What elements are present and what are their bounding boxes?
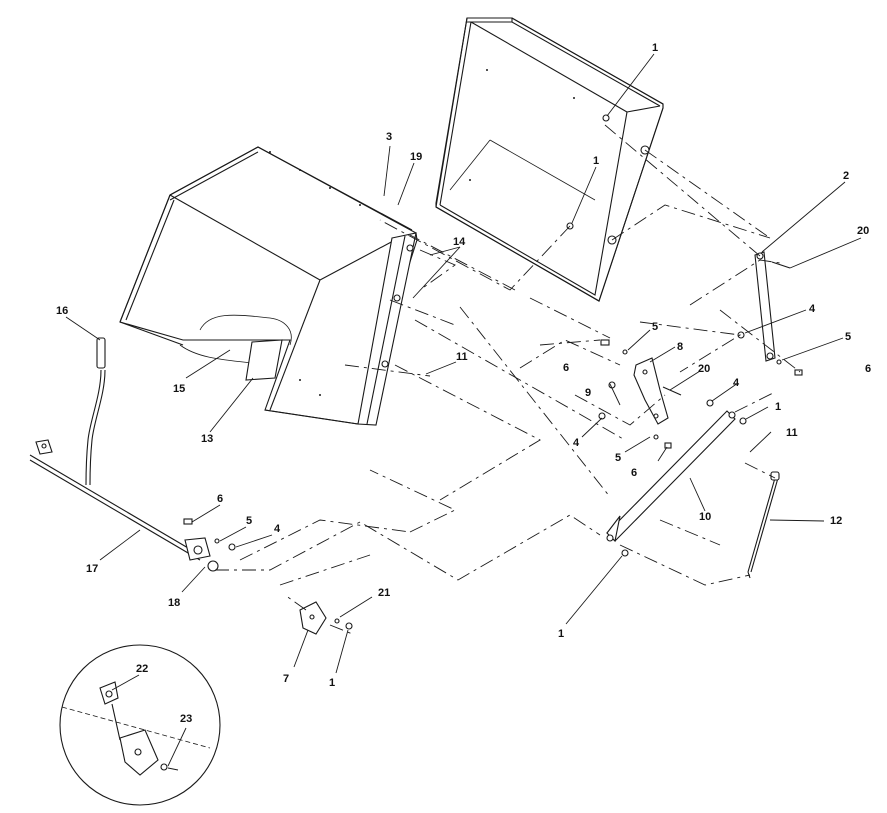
support-bar-10: [606, 410, 736, 557]
callout-3: 3: [386, 131, 392, 143]
callout-1: 1: [558, 628, 564, 640]
callout-19: 19: [410, 151, 422, 163]
callout-4: 4: [274, 523, 281, 535]
callout-12: 12: [830, 515, 842, 527]
callout-4: 4: [733, 377, 740, 389]
callout-1: 1: [652, 42, 658, 54]
front-hood: [119, 146, 418, 426]
callout-13: 13: [201, 433, 213, 445]
assembly-lines: [215, 124, 801, 636]
callout-1: 1: [775, 401, 781, 413]
callout-10: 10: [699, 511, 711, 523]
callout-23: 23: [180, 713, 192, 725]
callout-5: 5: [246, 515, 252, 527]
callout-7: 7: [283, 673, 289, 685]
callout-5: 5: [652, 321, 658, 333]
callout-5: 5: [845, 331, 851, 343]
callout-6: 6: [563, 362, 569, 374]
callout-15: 15: [173, 383, 185, 395]
gas-strut-12: [747, 471, 780, 579]
callout-6: 6: [217, 493, 223, 505]
callout-4: 4: [573, 437, 580, 449]
callout-20: 20: [857, 225, 869, 237]
callout-labels: 1 1 1 1 1 2 3 4 4 4 4 5 5 5 5 6 6 6 6 7 …: [56, 42, 871, 725]
bushing: [207, 560, 219, 572]
callout-6: 6: [865, 363, 871, 375]
bracket-7: [299, 601, 353, 635]
callout-20: 20: [698, 363, 710, 375]
callout-21: 21: [378, 587, 390, 599]
bracket-8: [598, 339, 747, 449]
handle-grip: [85, 337, 106, 486]
detail-inset: [59, 644, 221, 806]
callout-14: 14: [453, 236, 466, 248]
callout-17: 17: [86, 563, 98, 575]
callout-11: 11: [786, 427, 798, 439]
callout-2: 2: [843, 170, 849, 182]
callout-11: 11: [456, 351, 468, 363]
callout-6: 6: [631, 467, 637, 479]
leader-lines: [65, 53, 862, 767]
callout-1: 1: [593, 155, 599, 167]
callout-22: 22: [136, 663, 148, 675]
link-arm-2: [737, 251, 803, 376]
rear-hopper-box: [435, 17, 664, 302]
latch-rod: [29, 439, 211, 561]
callout-4: 4: [809, 303, 816, 315]
callout-18: 18: [168, 597, 180, 609]
callout-5: 5: [615, 452, 621, 464]
callout-1: 1: [329, 677, 335, 689]
callout-8: 8: [677, 341, 683, 353]
callout-16: 16: [56, 305, 68, 317]
callout-9: 9: [585, 387, 591, 399]
